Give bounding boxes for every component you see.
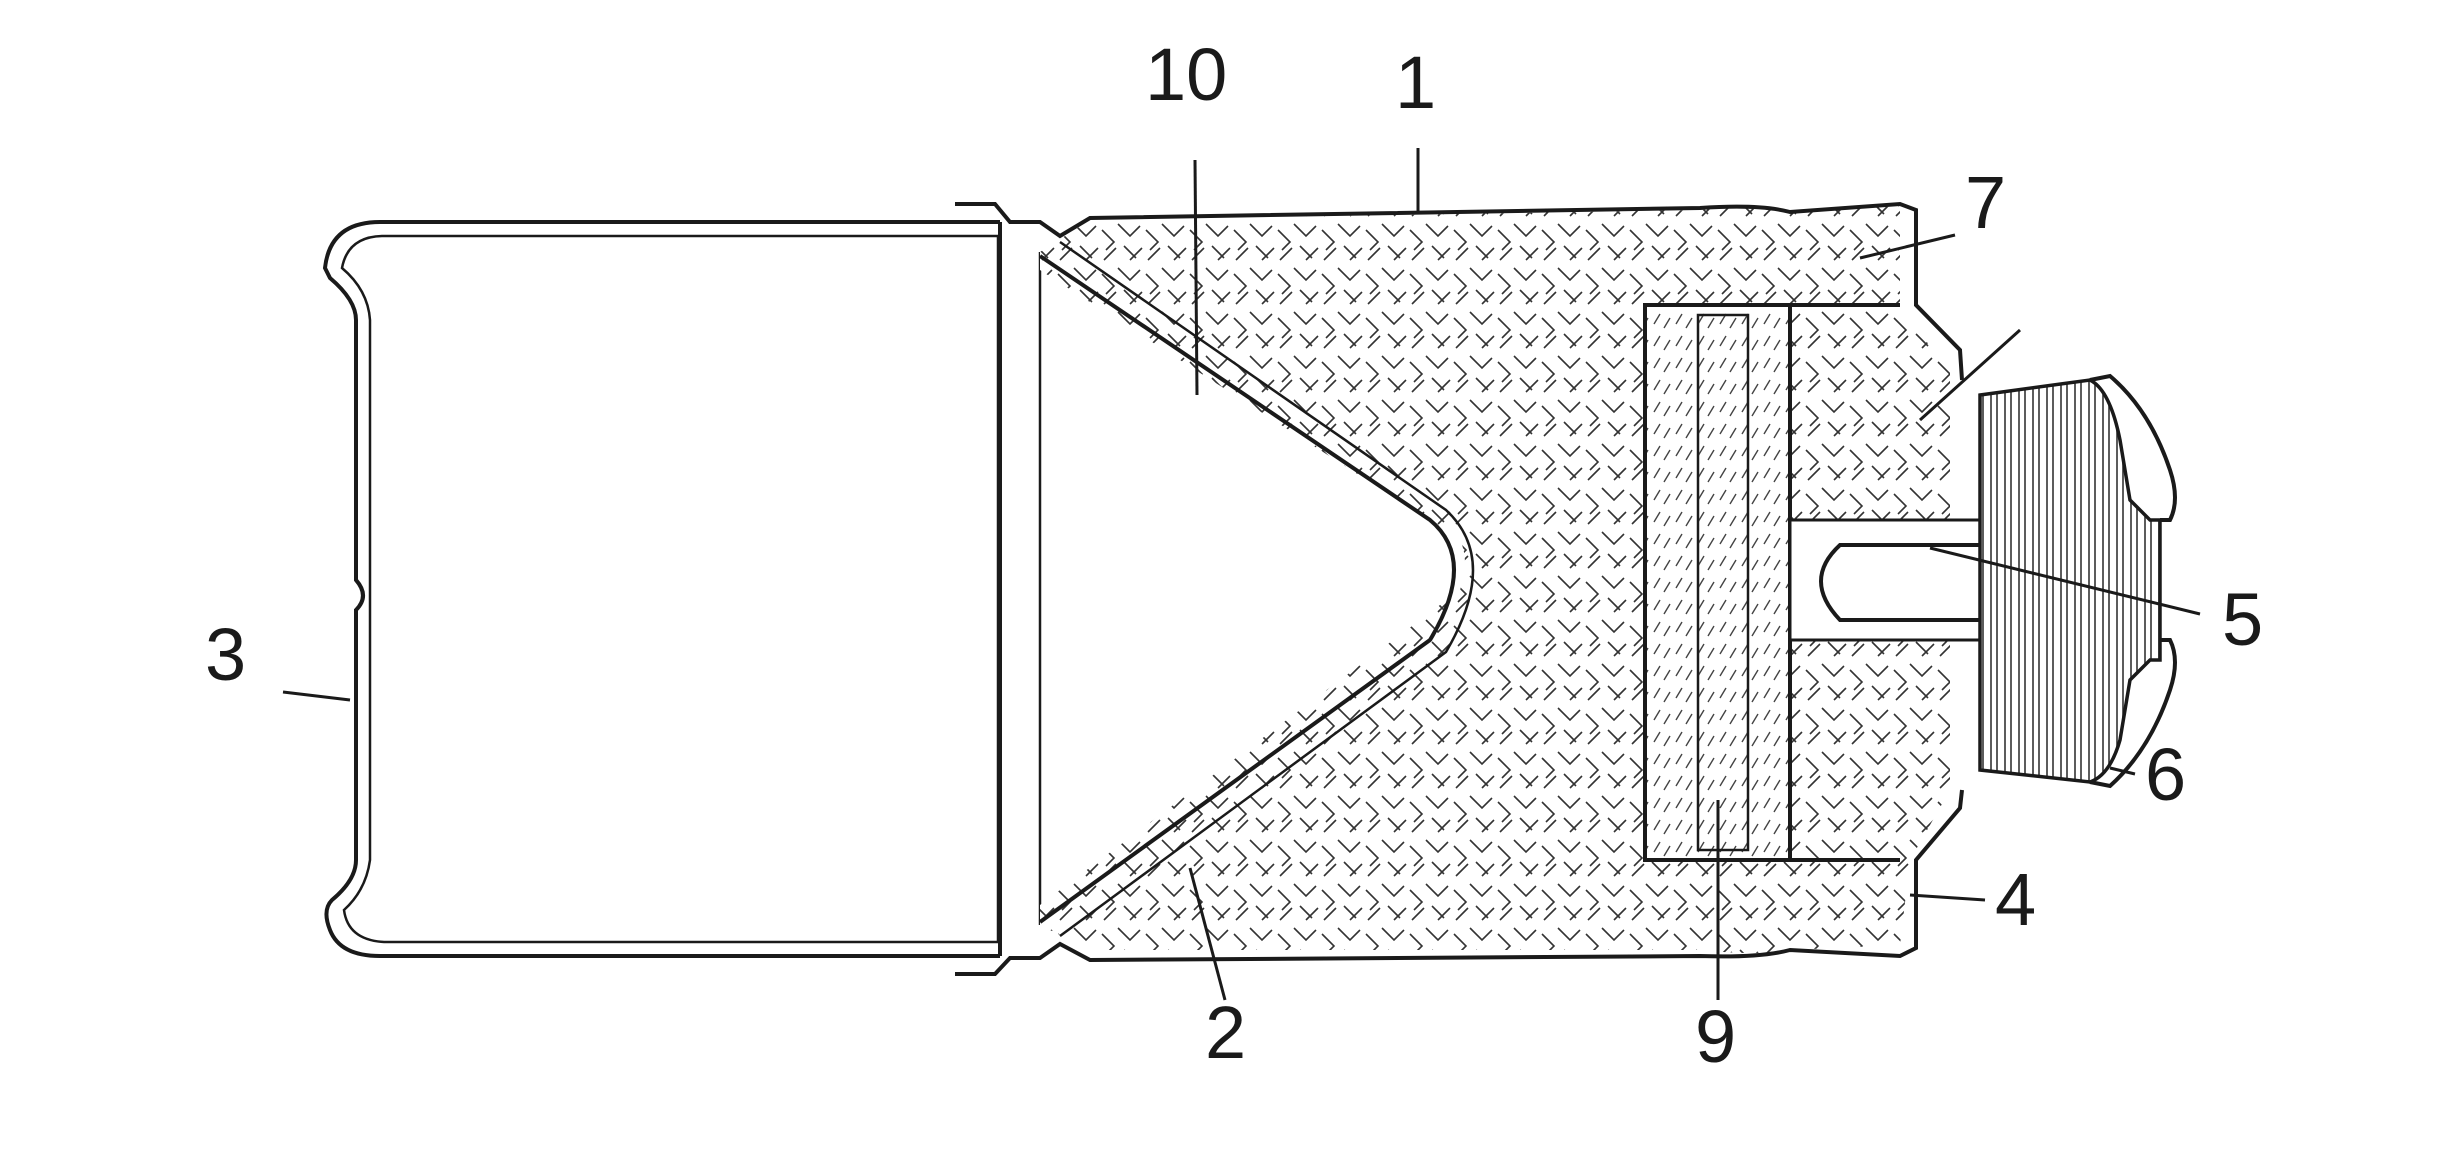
label-3: 3 [205,613,246,696]
leader-3 [282,690,351,702]
label-4: 4 [1995,858,2036,941]
leader-5 [1929,546,2201,616]
leader-6 [2109,766,2136,776]
label-9: 9 [1695,995,1736,1078]
label-10: 10 [1145,33,1227,116]
leader-4 [1909,893,1986,902]
leader-2 [1188,867,1227,1001]
label-1: 1 [1395,41,1436,124]
label-7: 7 [1965,161,2006,244]
label-6: 6 [2145,733,2186,816]
leader-7b [1918,328,2022,422]
leader-10 [1193,159,1199,396]
label-2: 2 [1205,991,1246,1074]
nose-cap [322,220,1042,958]
booster-assembly [1643,303,2177,862]
leader-7 [1859,233,1956,260]
label-5: 5 [2222,578,2263,661]
